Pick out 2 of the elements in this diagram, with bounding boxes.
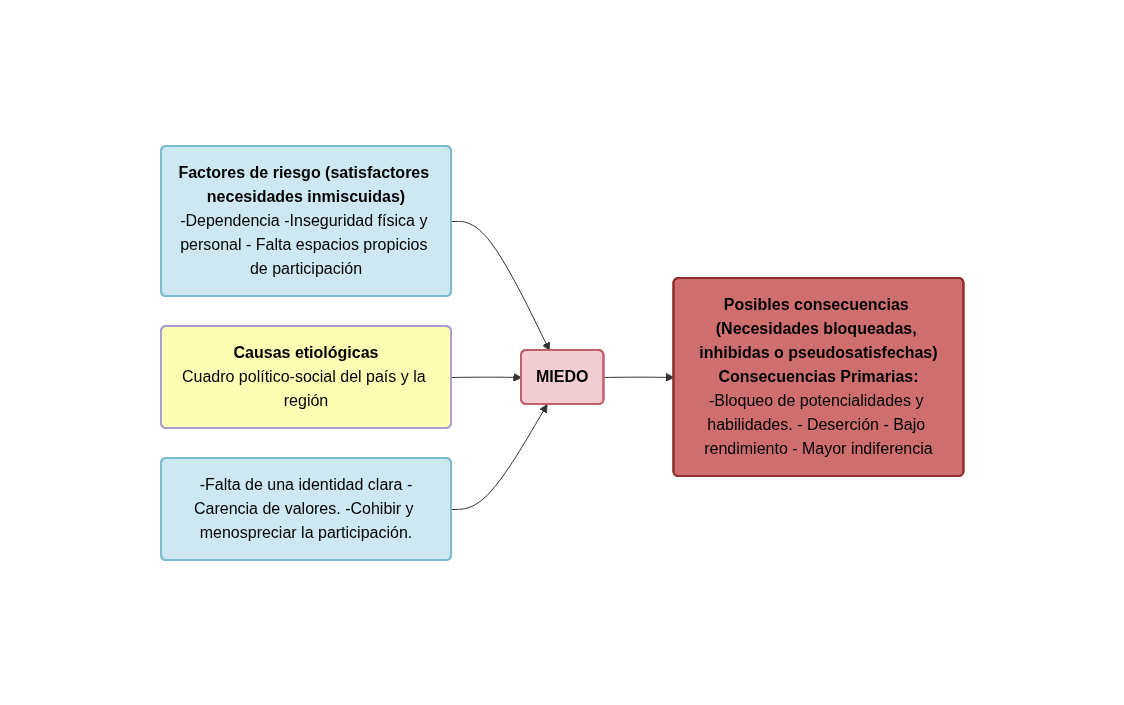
arrow	[450, 220, 550, 351]
arrow	[450, 403, 548, 510]
